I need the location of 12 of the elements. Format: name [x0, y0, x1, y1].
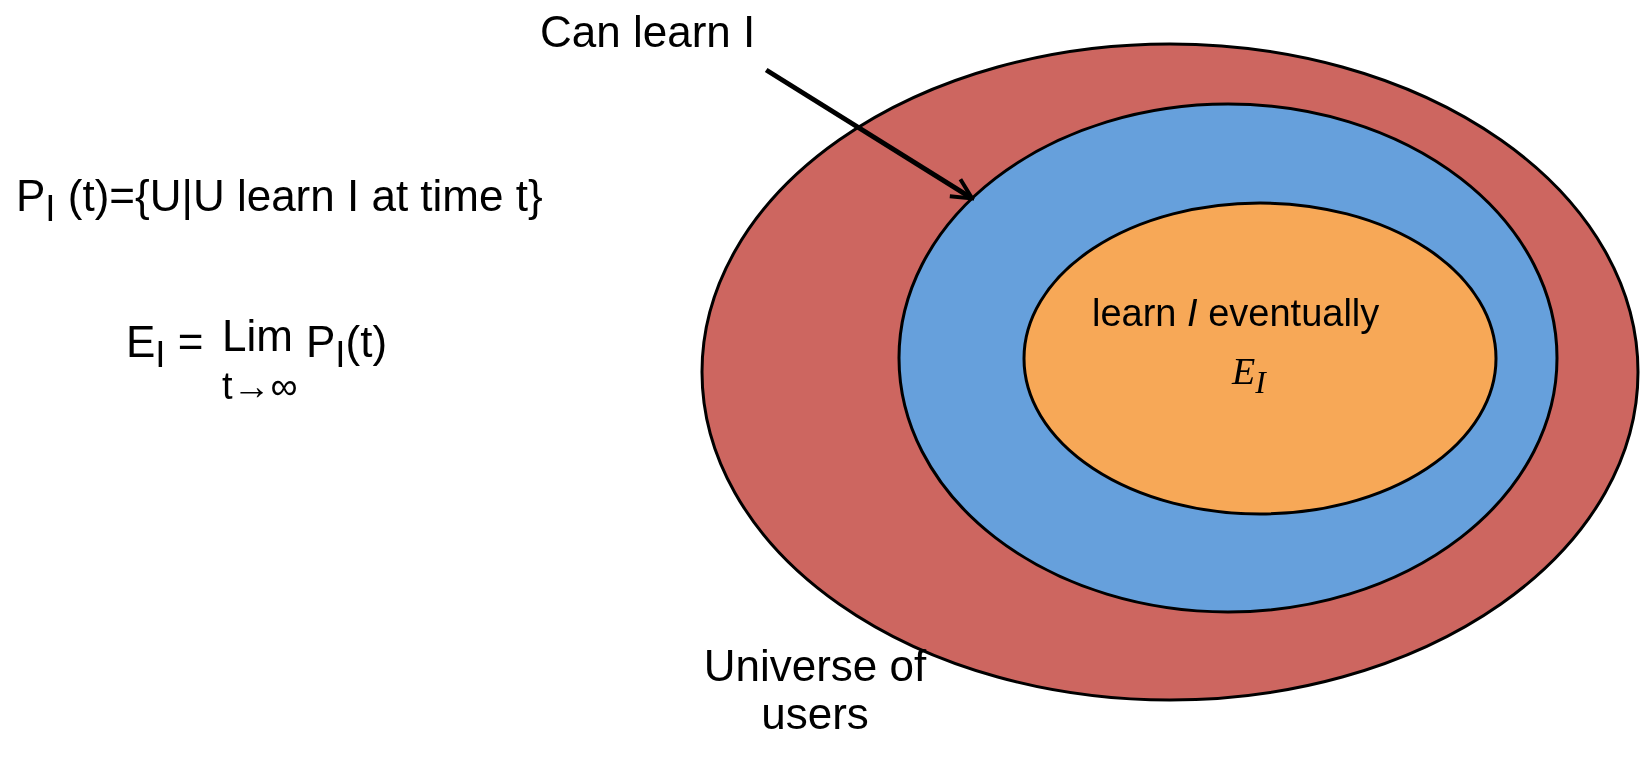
limit-subscript: t→∞	[222, 366, 298, 408]
middle-ellipse	[897, 102, 1559, 614]
limit-operator: Lim	[222, 312, 293, 361]
arrow	[764, 67, 975, 201]
formula-text: P$_{I}$(t)	[306, 318, 388, 376]
ellipse-caption: Universe of users	[702, 642, 928, 739]
formula-text: E$_{I}$ =	[126, 318, 204, 376]
set-definition: P$_{I}$ (t)={U|U learn I at time t}	[16, 172, 543, 230]
inner-ellipse	[1022, 201, 1498, 516]
caption-text: Can learn I	[540, 8, 756, 57]
set-symbol: E$_{I}$	[1232, 351, 1266, 401]
ellipse-label: learn I eventually	[1092, 293, 1380, 335]
